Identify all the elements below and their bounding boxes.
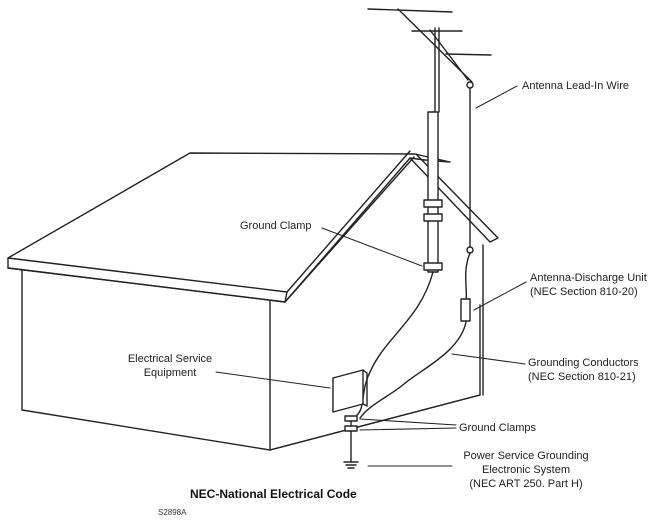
leader-ground-clamp	[321, 227, 423, 267]
left-wall	[21, 269, 271, 451]
lead-in-connector-lower	[466, 246, 474, 254]
leader-ground-clamps-a	[359, 418, 457, 426]
mast-upper	[434, 27, 440, 113]
label-power-grounding-line3: (NEC ART 250. Part H)	[469, 478, 583, 490]
label-grounding-conductors: Grounding Conductors (NEC Section 810-21…	[528, 356, 639, 384]
antenna	[367, 8, 492, 273]
leader-ground-clamps-b	[359, 427, 457, 431]
label-discharge-unit: Antenna-Discharge Unit (NEC Section 810-…	[530, 271, 647, 299]
house	[7, 150, 499, 451]
grounding-conductor-2	[359, 321, 467, 419]
right-gable-edge	[409, 153, 499, 243]
ground-clamp-2	[423, 213, 443, 222]
mast	[427, 111, 439, 273]
lead-in-wire	[465, 87, 471, 306]
caption-nec: NEC-National Electrical Code	[190, 487, 357, 501]
antenna-top-bar	[367, 8, 453, 13]
leader-grounding-conductors	[451, 353, 526, 365]
ground-clamp-3	[423, 262, 443, 271]
antenna-low-bar	[445, 53, 492, 56]
label-grounding-conductors-line1: Grounding Conductors	[528, 357, 639, 369]
label-service-equipment-line1: Electrical Service	[127, 353, 213, 365]
roof-front-edge	[7, 257, 288, 303]
ground-clamp-1	[423, 199, 443, 208]
label-power-grounding-line2: Electronic System	[481, 464, 571, 476]
wall-base-right	[269, 394, 481, 451]
roof	[7, 152, 451, 303]
label-discharge-unit-line2: (NEC Section 810-20)	[530, 286, 638, 298]
mast-clamps	[423, 199, 443, 271]
service-equipment-side	[362, 369, 368, 407]
label-ground-clamps: Ground Clamps	[459, 422, 537, 434]
leader-service-equipment	[215, 371, 331, 389]
label-service-equipment-line2: Equipment	[143, 367, 197, 379]
label-service-equipment: Electrical Service Equipment	[118, 352, 222, 380]
label-ground-clamp: Ground Clamp	[240, 220, 312, 232]
label-antenna-lead-in: Antenna Lead-In Wire	[522, 80, 630, 92]
antenna-discharge-unit	[460, 298, 471, 322]
label-discharge-unit-line1: Antenna-Discharge Unit	[530, 272, 647, 284]
service-equipment-box	[332, 369, 364, 413]
base-ground-clamp-1	[344, 415, 358, 422]
leader-discharge-unit	[473, 281, 527, 311]
leader-antenna-lead-in	[475, 85, 518, 109]
figure-code: S2898A	[158, 508, 187, 517]
ground-symbol	[343, 461, 359, 469]
roof-right-edge	[284, 150, 415, 303]
base-ground-clamp-2	[344, 425, 358, 432]
label-power-grounding: Power Service Grounding Electronic Syste…	[444, 449, 608, 491]
leader-lines	[215, 85, 527, 467]
lead-in-connector	[466, 81, 474, 89]
label-grounding-conductors-line2: (NEC Section 810-21)	[528, 371, 636, 383]
label-power-grounding-line1: Power Service Grounding	[463, 450, 589, 462]
